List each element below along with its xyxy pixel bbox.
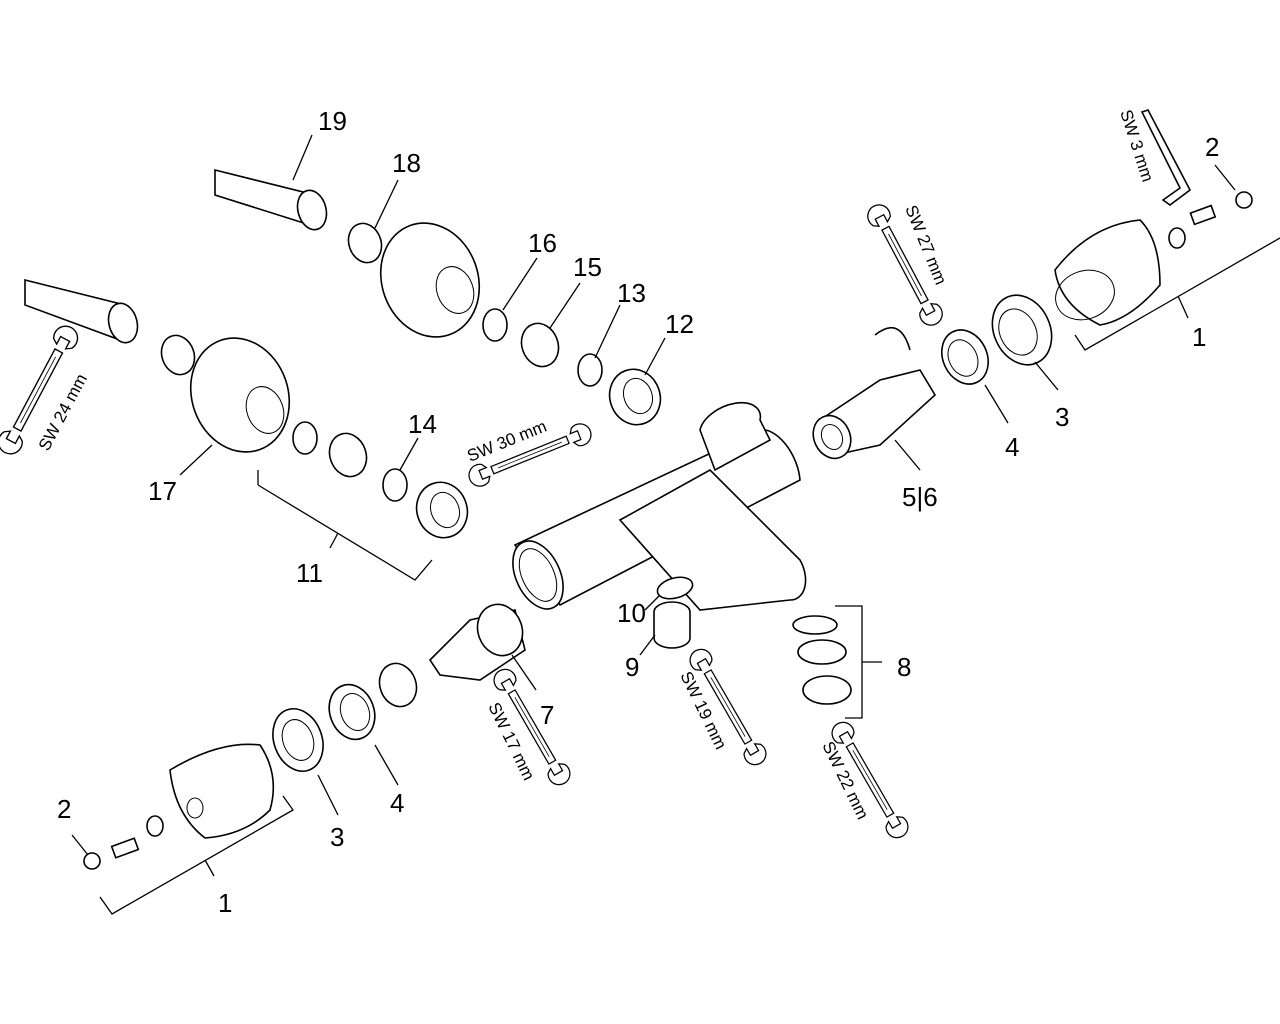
aerator-9 [653,601,691,649]
diverter-cartridge-7 [428,603,526,681]
connector-19 [214,168,328,231]
label-15: 15 [573,252,602,282]
nut-lower [378,662,418,708]
check-valve-left [328,432,368,478]
wrench-label-sw17: SW 17 mm [484,699,538,783]
allen-key [1140,109,1192,206]
label-18: 18 [392,148,421,178]
label-4-right: 4 [1005,432,1019,462]
label-16: 16 [528,228,557,258]
wrench-label-sw22: SW 22 mm [818,738,872,822]
check-valve-14 [382,468,408,502]
label-3-right: 3 [1055,402,1069,432]
bracket-1-right [1074,237,1280,351]
connector-left [24,278,139,344]
bracket-11 [257,470,433,581]
bracket-8 [835,605,882,719]
label-19: 19 [318,106,347,136]
label-14: 14 [408,409,437,439]
label-3-left: 3 [330,822,344,852]
insert-18 [347,222,383,264]
filter-left [292,421,318,455]
check-valve-13 [577,353,603,387]
screw-right [1168,204,1217,249]
aerator-set-8 [792,615,852,705]
adapter-right-3 [991,294,1053,366]
label-11: 11 [296,558,323,588]
rosette-lower-17 [189,337,291,453]
rosette-upper [379,222,481,338]
mixer-body [512,401,807,611]
cap-right [1235,191,1253,209]
filter-16 [482,308,508,342]
handle-right [1054,219,1161,326]
label-1-right: 1 [1192,322,1206,352]
label-13: 13 [617,278,646,308]
cap-left [83,852,101,870]
oring-10 [656,576,694,600]
ring-left-4 [328,683,376,741]
wrench-label-sw30: SW 30 mm [464,417,549,466]
label-1-left: 1 [218,888,232,918]
label-9: 9 [625,652,639,682]
nut-12 [608,368,662,426]
label-5-6: 5|6 [902,482,938,512]
leader-lines [71,134,1236,856]
label-12: 12 [665,309,694,339]
insert-left [160,334,196,376]
label-4-left: 4 [390,788,404,818]
thermostat-cartridge [812,369,937,460]
handle-left [169,743,275,839]
label-17: 17 [148,476,177,506]
nut-left [415,481,469,539]
label-10: 10 [617,598,646,628]
label-8: 8 [897,652,911,682]
ring-right-4 [941,329,989,385]
bracket-1-left [99,795,294,915]
screw-left [110,815,164,859]
adapter-left-3 [272,708,324,772]
label-2-right: 2 [1205,132,1219,162]
label-2-left: 2 [57,794,71,824]
check-valve-15 [520,322,560,368]
wrench-label-sw19: SW 19 mm [676,668,730,752]
retaining-clip [874,326,911,351]
label-7: 7 [540,700,554,730]
